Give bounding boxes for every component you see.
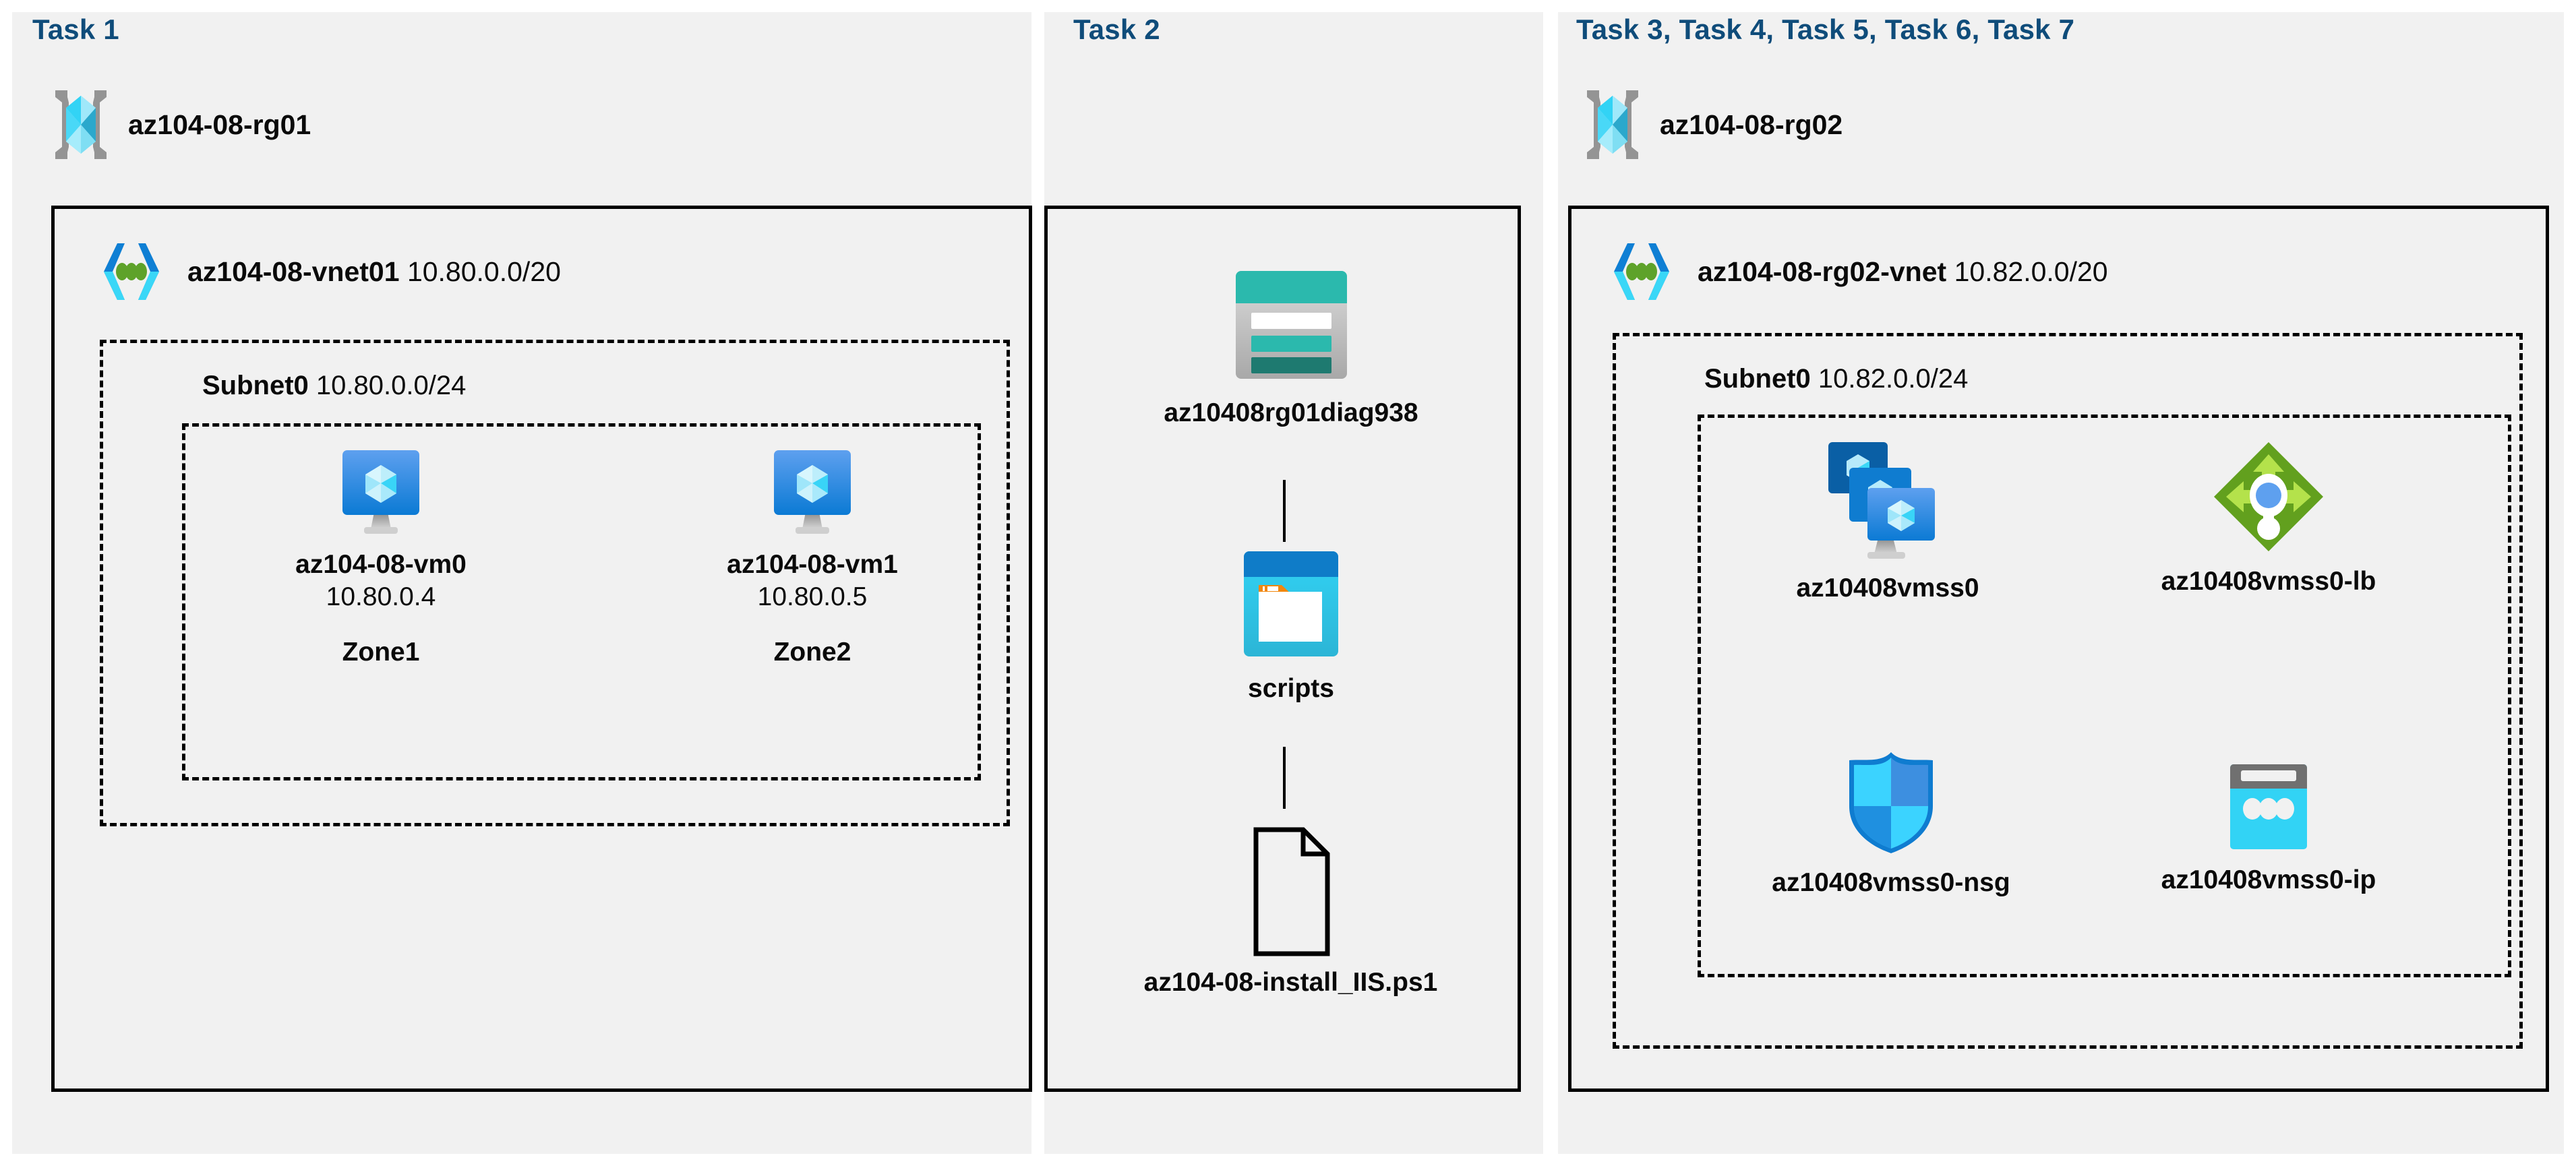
task1-subnet-label: Subnet0 10.80.0.0/24 [202, 371, 466, 401]
task3-load-balancer-name: az10408vmss0-lb [2161, 567, 2376, 596]
task1-vm1-name: az104-08-vm1 [727, 550, 898, 579]
task2-storage-account-name: az10408rg01diag938 [1164, 398, 1418, 427]
task1-resource-group-label: az104-08-rg01 [128, 109, 311, 140]
resource-group-icon [51, 88, 111, 162]
task2-content-box [1044, 206, 1521, 1092]
task3-public-ip-name: az10408vmss0-ip [2161, 865, 2376, 894]
task1-subnet-cidr: 10.80.0.0/24 [316, 371, 467, 400]
task3-vmss[interactable]: az10408vmss0 [1753, 438, 2023, 603]
connector-storage-to-container [1283, 480, 1286, 542]
task1-vnet-box [51, 206, 1032, 1092]
task3-nsg-name: az10408vmss0-nsg [1772, 868, 2010, 897]
network-security-group-icon [1841, 748, 1941, 857]
load-balancer-icon [2210, 438, 2328, 556]
task3-vnet-name: az104-08-rg02-vnet [1698, 255, 1947, 287]
task1-subnet-box [100, 340, 1010, 826]
blob-container-icon [1229, 547, 1354, 663]
task3-load-balancer[interactable]: az10408vmss0-lb [2110, 438, 2427, 596]
task1-vm0[interactable]: az104-08-vm0 10.80.0.4 Zone1 [270, 445, 492, 667]
task1-vm1-zone: Zone2 [773, 638, 851, 667]
task3-vnet-header: az104-08-rg02-vnet 10.82.0.0/20 [1605, 239, 2108, 304]
task1-vnet-cidr: 10.80.0.0/20 [407, 255, 561, 287]
task3-subnet-cidr: 10.82.0.0/24 [1818, 364, 1969, 394]
task1-vnet-name: az104-08-vnet01 [187, 255, 400, 287]
task3-vnet-box [1568, 206, 2549, 1092]
task3-public-ip[interactable]: az10408vmss0-ip [2110, 760, 2427, 895]
task2-blob-container[interactable]: scripts [1119, 547, 1463, 704]
task1-vm1-ip: 10.80.0.5 [757, 582, 868, 611]
virtual-machine-icon [337, 445, 425, 539]
task3-title: Task 3, Task 4, Task 5, Task 6, Task 7 [1576, 13, 2075, 45]
task1-resource-group: az104-08-rg01 [51, 88, 311, 162]
task1-vm-group-box [182, 423, 981, 780]
task3-subnet-name: Subnet0 [1704, 364, 1811, 394]
connector-container-to-file [1283, 747, 1286, 809]
resource-group-icon [1583, 88, 1642, 162]
task2-script-file-name: az104-08-install_IIS.ps1 [1143, 968, 1438, 997]
virtual-machine-icon [769, 445, 856, 539]
public-ip-address-icon [2219, 760, 2318, 855]
vm-scale-set-icon [1826, 438, 1950, 563]
task2-script-file[interactable]: az104-08-install_IIS.ps1 [1087, 826, 1495, 998]
task2-title: Task 2 [1073, 13, 1160, 45]
task2-storage-account[interactable]: az10408rg01diag938 [1119, 263, 1463, 428]
task1-vm1[interactable]: az104-08-vm1 10.80.0.5 Zone2 [701, 445, 924, 667]
virtual-network-icon [94, 239, 169, 304]
task3-resource-group: az104-08-rg02 [1583, 88, 1843, 162]
task3-vnet-cidr: 10.82.0.0/20 [1954, 255, 2108, 287]
task1-title: Task 1 [32, 13, 119, 45]
task1-vm0-ip: 10.80.0.4 [326, 582, 436, 611]
task3-panel [1558, 12, 2564, 1154]
task3-resource-group-label: az104-08-rg02 [1660, 109, 1843, 140]
task3-subnet-label: Subnet0 10.82.0.0/24 [1704, 364, 1968, 394]
task1-vm0-name: az104-08-vm0 [295, 550, 467, 579]
task2-blob-container-name: scripts [1248, 674, 1334, 703]
task1-subnet-name: Subnet0 [202, 371, 309, 400]
task3-subnet-box [1613, 333, 2523, 1049]
task3-vmss-name: az10408vmss0 [1796, 574, 1979, 603]
storage-account-icon [1229, 263, 1354, 388]
file-icon [1244, 826, 1338, 957]
task3-resource-group-box [1698, 415, 2511, 977]
task1-vm0-zone: Zone1 [342, 638, 420, 667]
task3-nsg[interactable]: az10408vmss0-nsg [1733, 748, 2049, 898]
virtual-network-icon [1605, 239, 1679, 304]
task1-vnet-header: az104-08-vnet01 10.80.0.0/20 [94, 239, 561, 304]
